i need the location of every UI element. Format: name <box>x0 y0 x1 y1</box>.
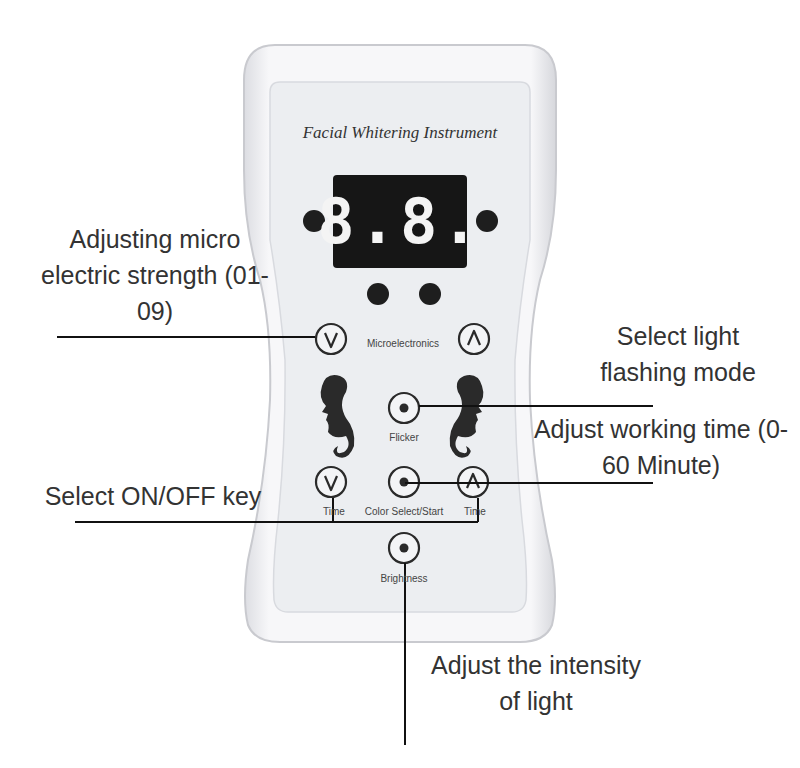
display-digits: 8.8. <box>317 185 482 258</box>
front-panel <box>270 82 530 612</box>
callout-text: Select ON/OFF key <box>45 478 262 514</box>
chevrons <box>325 331 480 490</box>
device-housing <box>244 45 556 642</box>
indicator-dot <box>419 283 441 305</box>
callout-text: Adjust the intensity of light <box>421 647 651 719</box>
button-label: Brightness <box>380 573 427 584</box>
device-title: Facial Whitering Instrument <box>303 123 498 143</box>
callout-text: Adjusting micro electric strength (01-09… <box>35 221 275 329</box>
button-label: Time <box>323 506 345 517</box>
face-silhouette <box>321 375 355 458</box>
indicator-dot <box>367 283 389 305</box>
leader-lines <box>57 337 653 745</box>
button-dots <box>400 404 409 553</box>
face-silhouette <box>450 375 484 458</box>
button-label: Microelectronics <box>367 338 439 349</box>
callout-text: Adjust working time (0-60 Minute) <box>526 411 796 483</box>
button-label: Flicker <box>389 432 418 443</box>
button-label: Time <box>464 506 486 517</box>
button-label: Color Select/Start <box>365 506 443 517</box>
callout-text: Select light flashing mode <box>583 318 773 390</box>
buttons <box>316 324 489 563</box>
